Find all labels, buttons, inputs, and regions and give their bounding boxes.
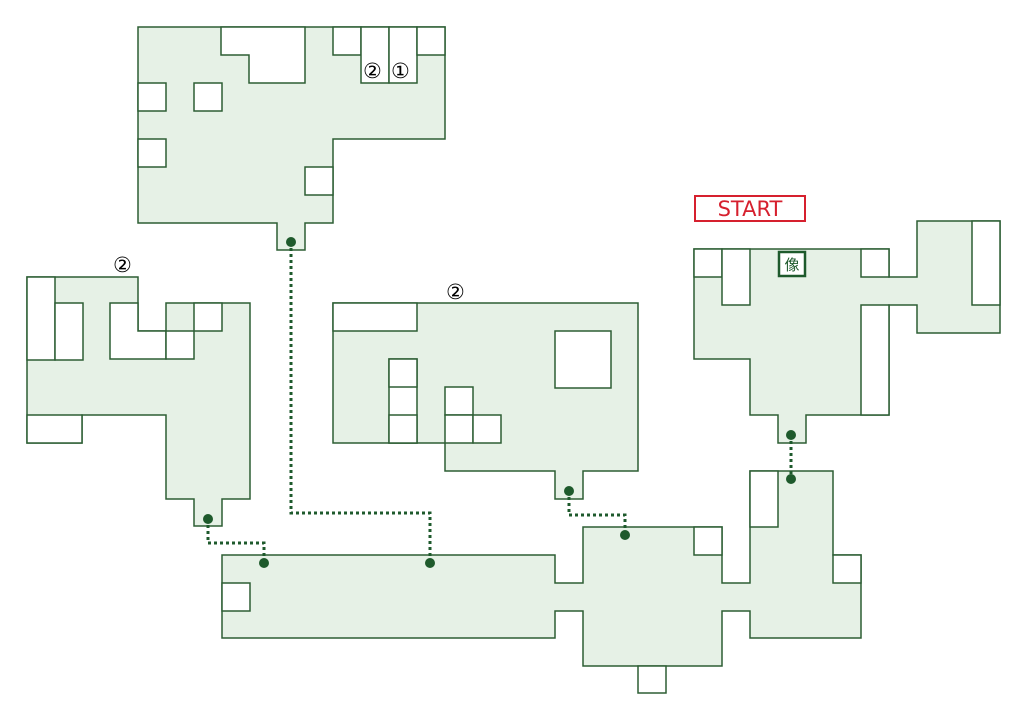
passage-top-to-bottom bbox=[289, 242, 432, 563]
room-bottom bbox=[221, 470, 862, 694]
room-start bbox=[693, 220, 1001, 444]
endpoint-dot bbox=[286, 237, 296, 247]
room-left bbox=[26, 276, 251, 527]
stair-marker-1-top: ① bbox=[391, 59, 410, 83]
passage-left-to-bottom bbox=[206, 519, 266, 563]
stair-marker-2-top: ② bbox=[363, 59, 382, 83]
endpoint-dot bbox=[425, 558, 435, 568]
passage-center-to-bottom bbox=[567, 491, 627, 535]
statue-text: 像 bbox=[784, 256, 799, 274]
endpoint-dot bbox=[259, 558, 269, 568]
room-top bbox=[137, 26, 446, 251]
room-center bbox=[332, 302, 639, 500]
start-label: START bbox=[694, 195, 806, 222]
passages bbox=[206, 242, 793, 563]
stair-marker-2-left: ② bbox=[113, 253, 132, 277]
stair-marker-2-center: ② bbox=[446, 280, 465, 304]
start-text: START bbox=[718, 197, 783, 221]
endpoint-dot bbox=[564, 486, 574, 496]
statue-marker: 像 bbox=[777, 250, 807, 278]
endpoint-dot bbox=[786, 430, 796, 440]
endpoint-dot bbox=[786, 474, 796, 484]
passage-endpoints bbox=[203, 237, 796, 568]
endpoint-dot bbox=[203, 514, 213, 524]
endpoint-dot bbox=[620, 530, 630, 540]
